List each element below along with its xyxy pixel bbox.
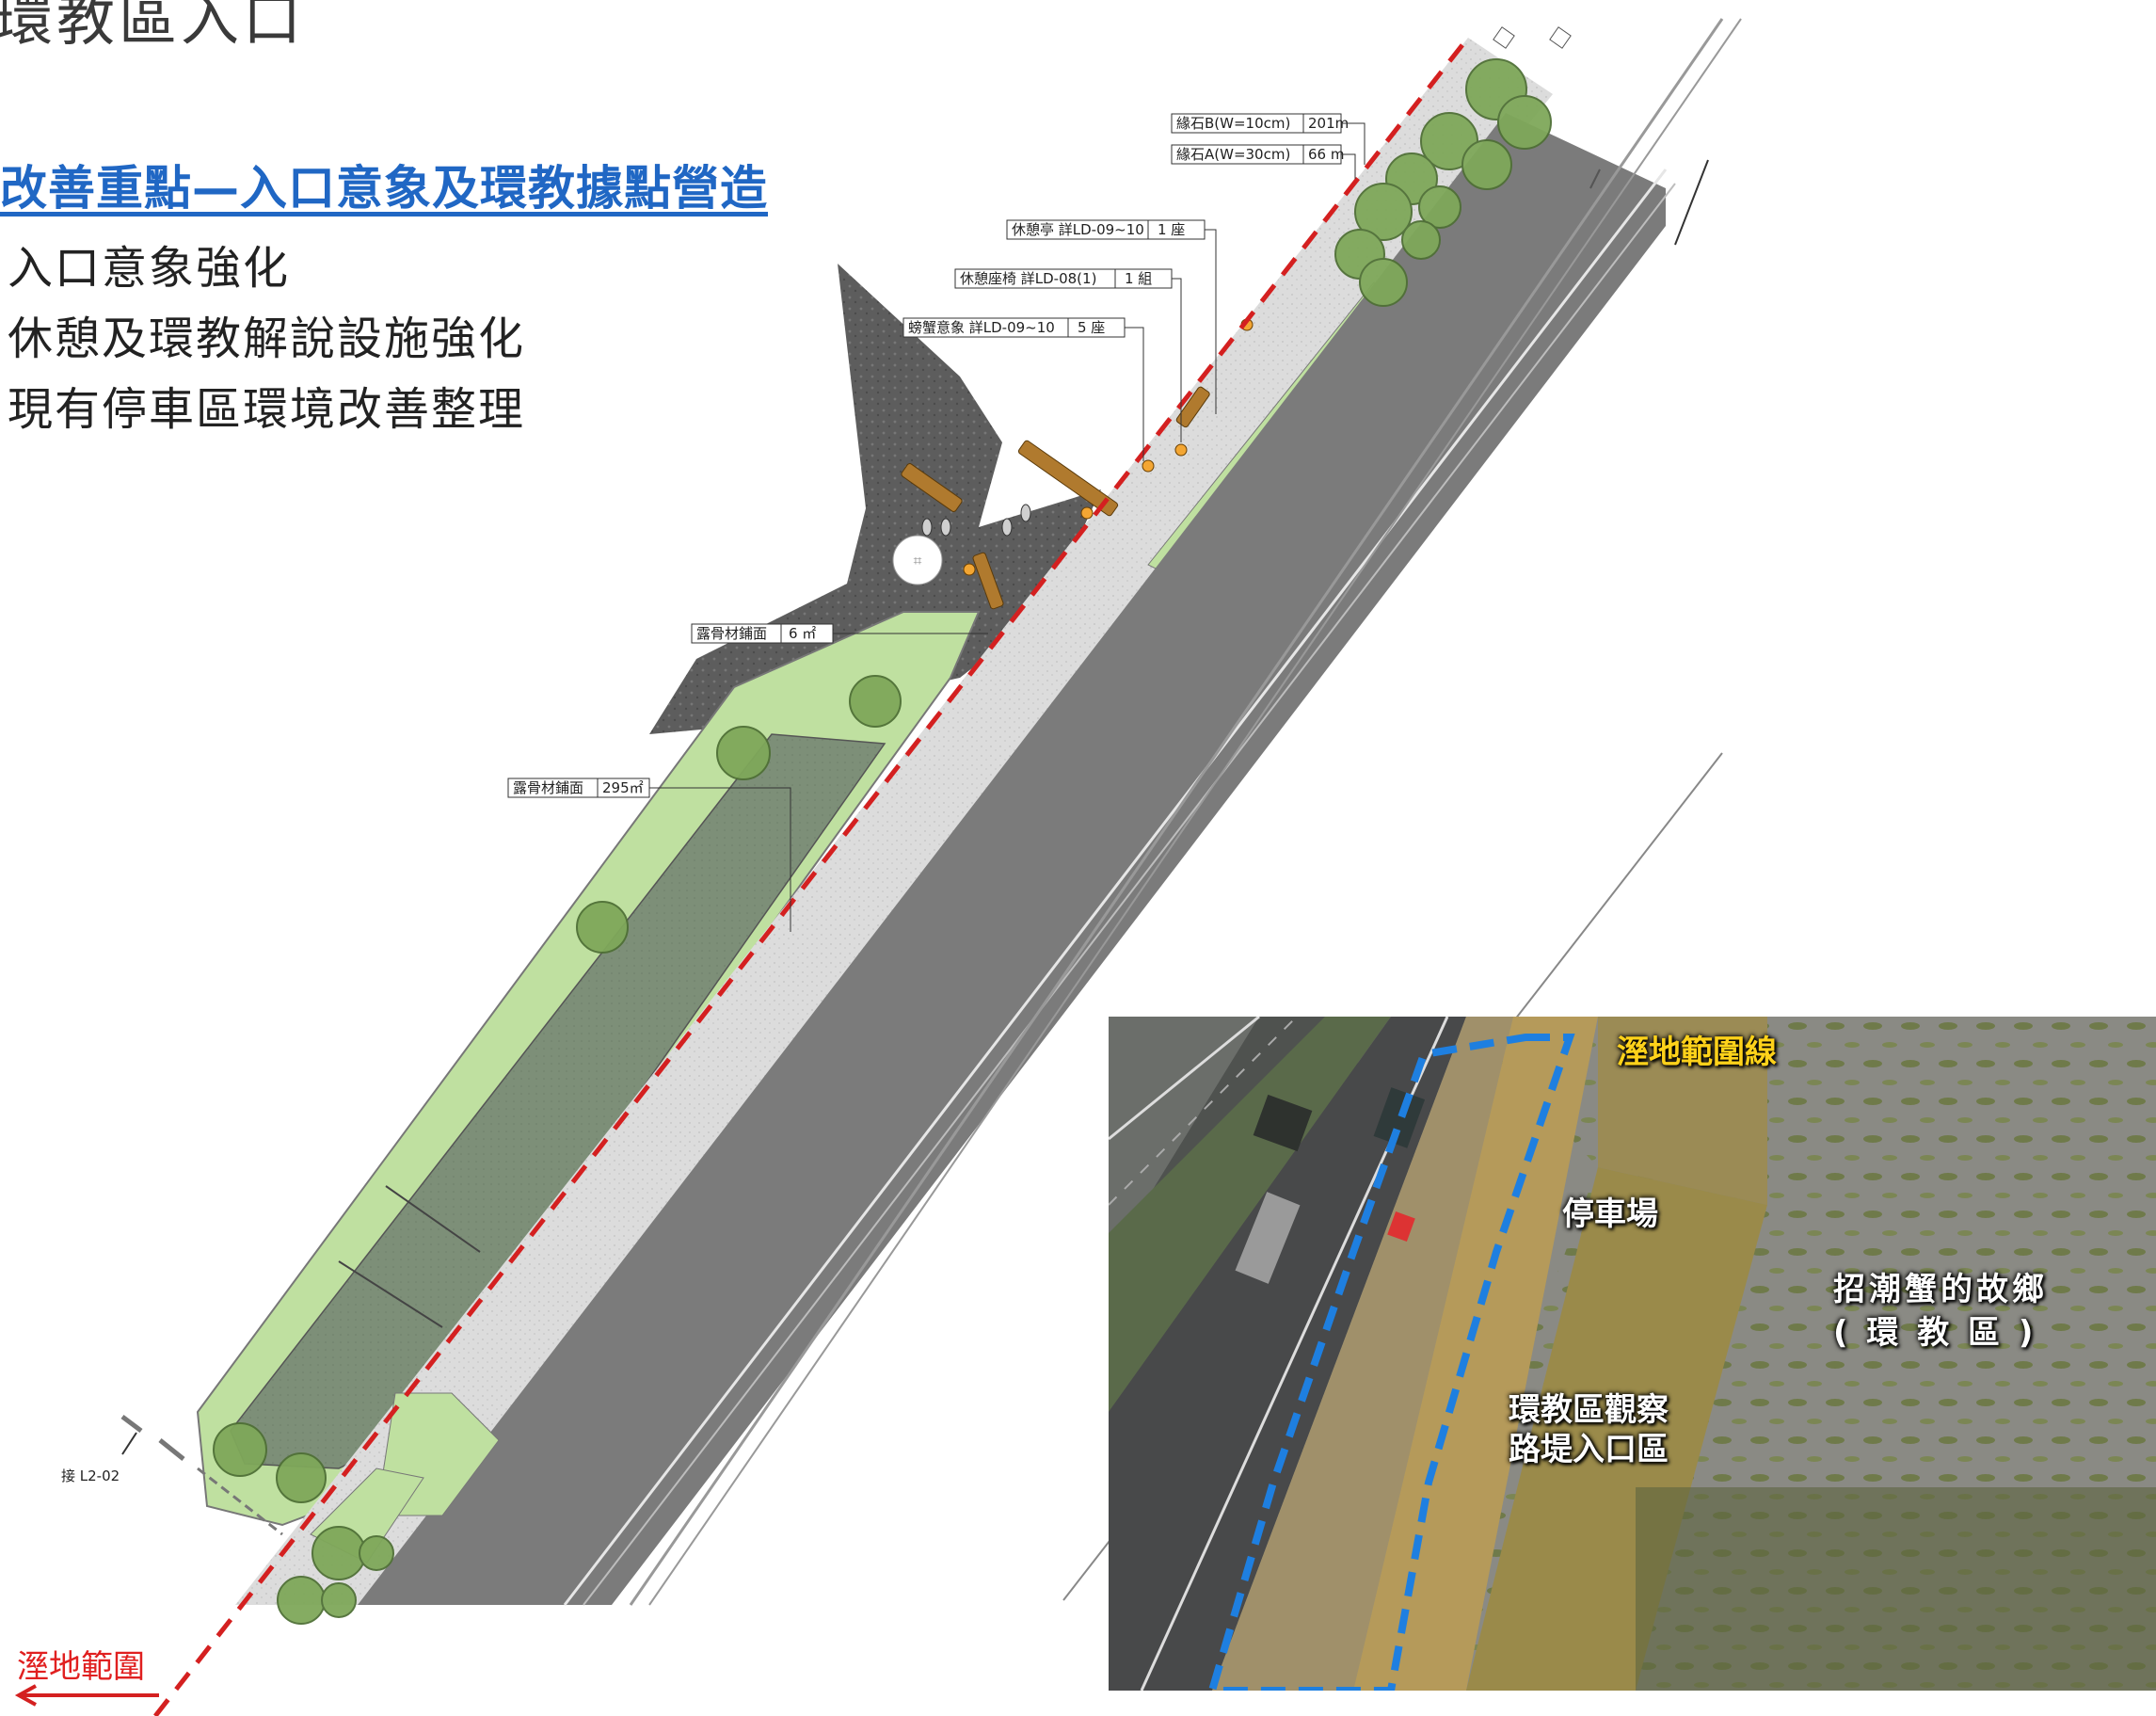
svg-text:⌗: ⌗ [913, 552, 921, 569]
photo-label-entrance-1: 環教區觀察 [1509, 1391, 1669, 1429]
aerial-photo: 溼地範圍線 停車場 招潮蟹的故鄉 ( 環 教 區 ) 環教區觀察 路堤入口區 [1109, 1017, 2156, 1691]
svg-text:休憩亭 詳LD-09~10: 休憩亭 詳LD-09~10 [1012, 221, 1144, 238]
photo-label-parking: 停車場 [1562, 1195, 1658, 1233]
left-arrow-icon [14, 1684, 159, 1707]
svg-text:1 組: 1 組 [1125, 270, 1152, 287]
paved-walkway [235, 38, 1553, 1605]
photo-label-habitat-2: ( 環 教 區 ) [1833, 1314, 2037, 1352]
gravel-plaza [649, 264, 1101, 734]
svg-text:緣石A(W=30cm): 緣石A(W=30cm) [1176, 146, 1290, 163]
svg-text:201m: 201m [1308, 115, 1349, 132]
photo-label-habitat-1: 招潮蟹的故鄉 [1833, 1271, 2048, 1308]
svg-text:1 座: 1 座 [1158, 221, 1185, 238]
callout-aggregate-large: 露骨材鋪面 295㎡ [507, 778, 791, 932]
callout-curb-b: 緣石B(W=10cm) 201m [1171, 113, 1365, 165]
svg-text:露骨材鋪面: 露骨材鋪面 [513, 779, 583, 796]
wetland-boundary-label: 溼地範圍 [17, 1648, 145, 1686]
svg-text:66 m: 66 m [1308, 146, 1344, 163]
svg-text:螃蟹意象 詳LD-09~10: 螃蟹意象 詳LD-09~10 [908, 319, 1055, 336]
svg-text:露骨材鋪面: 露骨材鋪面 [696, 625, 767, 642]
photo-label-wetland-line: 溼地範圍線 [1617, 1034, 1777, 1071]
svg-text:6 ㎡: 6 ㎡ [789, 625, 816, 642]
bullet-rest-facilities: 休憩及環教解說設施強化 [8, 313, 526, 365]
bullet-entrance-image: 入口意象強化 [8, 242, 291, 295]
photo-label-entrance-2: 路堤入口區 [1509, 1431, 1669, 1468]
svg-text:緣石B(W=10cm): 緣石B(W=10cm) [1176, 115, 1290, 132]
svg-text:295㎡: 295㎡ [602, 779, 644, 796]
trees [213, 58, 1552, 1625]
road [358, 113, 1666, 1605]
ref-label: 接 L2-02 [61, 1467, 120, 1484]
section-heading: 改善重點—入口意象及環教據點營造 [0, 161, 768, 216]
callout-pavilion: 休憩亭 詳LD-09~10 1 座 [1006, 219, 1217, 414]
callout-sculpture: 螃蟹意象 詳LD-09~10 5 座 [902, 317, 1144, 461]
callout-aggregate-small: 露骨材鋪面 6 ㎡ [691, 623, 988, 644]
callout-bench: 休憩座椅 詳LD-08(1) 1 組 [954, 268, 1182, 442]
callout-curb-a: 緣石A(W=30cm) 66 m [1171, 144, 1356, 179]
bullet-parking-improvement: 現有停車區環境改善整理 [8, 383, 526, 436]
svg-text:5 座: 5 座 [1078, 319, 1105, 336]
page-title: 環教區入口 [0, 0, 306, 54]
wetland-boundary-line [153, 36, 1470, 1716]
svg-text:休憩座椅 詳LD-08(1): 休憩座椅 詳LD-08(1) [960, 270, 1096, 287]
